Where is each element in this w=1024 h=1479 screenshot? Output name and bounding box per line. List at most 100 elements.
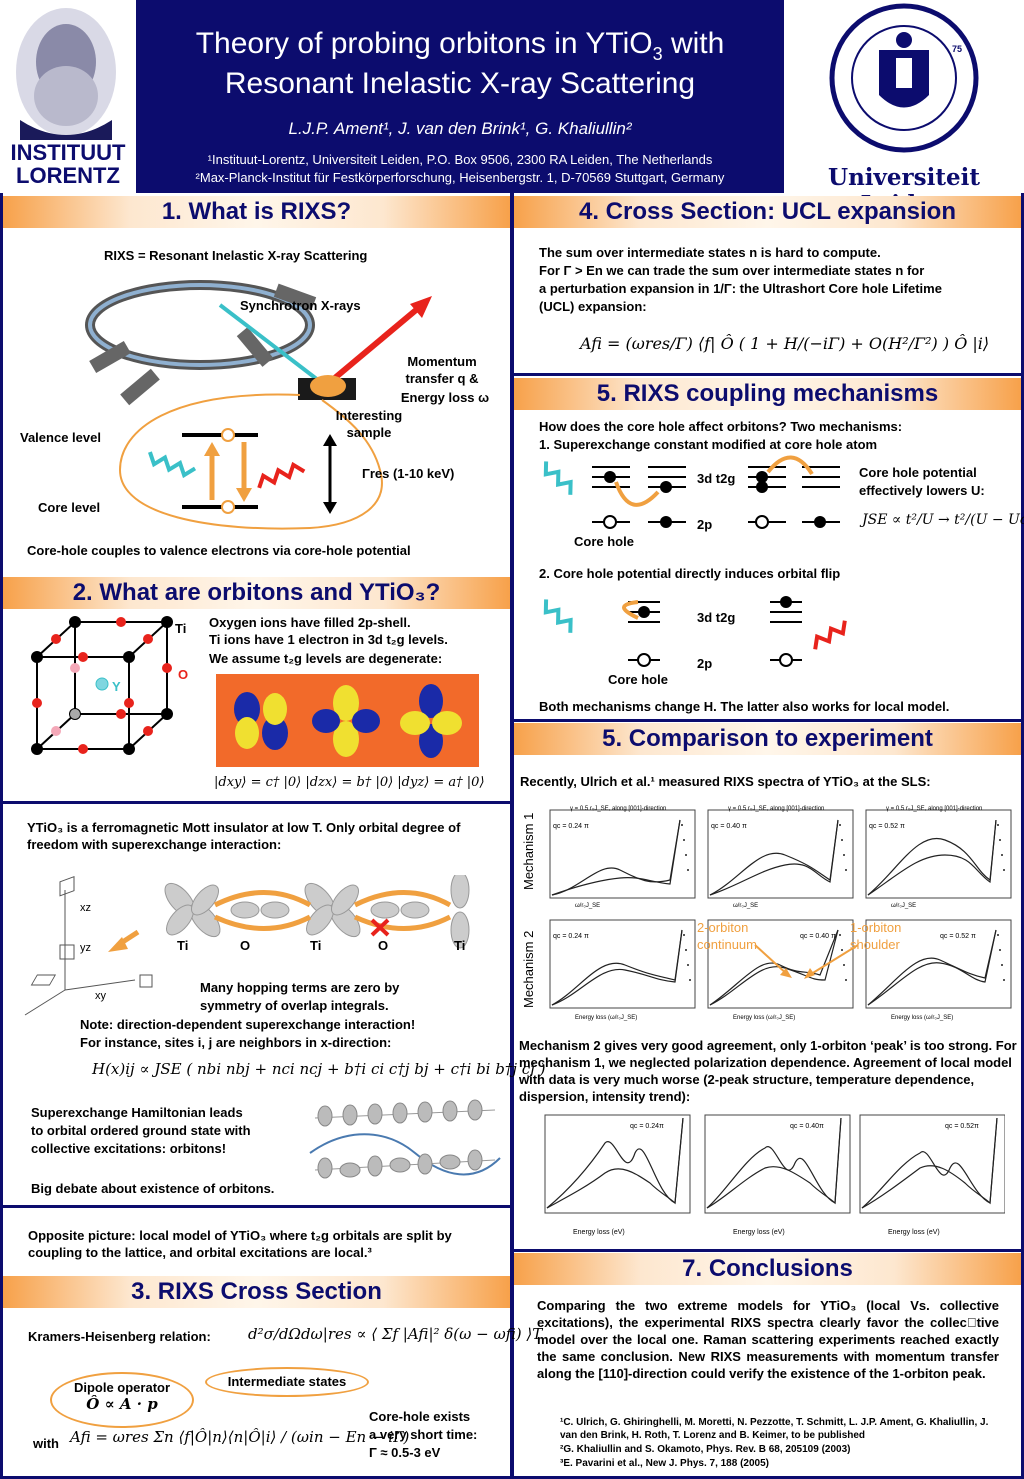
se-text-1: Superexchange Hamiltonian leads	[31, 1105, 243, 1120]
right-border	[1021, 193, 1024, 1479]
instituut-lorentz-logo: INSTITUUT LORENTZ	[0, 0, 136, 193]
local-xlabel-1: Energy loss (eV)	[573, 1229, 625, 1236]
logo-left-line2: LORENTZ	[16, 163, 120, 188]
ucl-text-1: The sum over intermediate states n is ha…	[539, 245, 881, 260]
poster-header: INSTITUUT LORENTZ Theory of probing orbi…	[0, 0, 1024, 218]
q-label-3: qc = 0.52 π	[869, 823, 905, 830]
title-line1-end: with	[662, 27, 725, 60]
reference-1: ¹C. Ulrich, G. Ghiringhelli, M. Moretti,…	[560, 1417, 989, 1441]
mechanism-plots-figure	[549, 809, 1012, 1009]
chain-ti-1: Ti	[177, 938, 189, 953]
mechanism-1-label: Mechanism 1	[521, 812, 536, 890]
xlabel-bottom-1: Energy loss (ω/r₀J_SE)	[575, 1015, 638, 1021]
section-6-heading: 5. Comparison to experiment	[514, 723, 1021, 755]
ti-label: Ti	[175, 621, 187, 636]
q-label-2: qc = 0.40 π	[711, 823, 747, 830]
orbiton-wave-figure	[309, 1099, 501, 1179]
debate-text: Big debate about existence of orbitons.	[31, 1181, 275, 1196]
y-label: Y	[112, 679, 121, 694]
axis-label-xy: xy	[95, 990, 106, 1002]
p2-label-1: 2p	[697, 517, 713, 532]
plot-title-text-2: γ = 0.5 r₀J_SE, along [001]-direction	[728, 806, 825, 812]
core-potential-1: Core hole potential	[859, 465, 977, 480]
p2-label-2: 2p	[697, 656, 713, 671]
seal-right-number: 75	[952, 44, 963, 54]
section-1-caption: Core-hole couples to valence electrons v…	[27, 543, 411, 558]
synchrotron-label: Synchrotron X-rays	[240, 298, 361, 313]
rixs-definition: RIXS = Resonant Inelastic X-ray Scatteri…	[104, 248, 368, 263]
kramers-heisenberg-label: Kramers-Heisenberg relation:	[28, 1329, 211, 1344]
one-orbiton-label: 1-orbiton shoulder	[850, 920, 902, 952]
ytio3-description: YTiO₃ is a ferromagnetic Mott insulator …	[27, 820, 461, 852]
core-hole-lifetime-3: Γ ≈ 0.5-3 eV	[369, 1445, 441, 1460]
xlabel-top-1: ω/r₀J_SE	[575, 903, 601, 909]
xlabel-bottom-3: Energy loss (ω/r₀J_SE)	[891, 1015, 954, 1021]
plot-title-text-1: γ = 0.5 r₀J_SE, along [001]-direction	[570, 806, 667, 812]
hopping-text-1: Many hopping terms are zero by	[200, 980, 400, 995]
title-line1: Theory of probing orbitons in YTiO	[195, 27, 653, 60]
local-model-plots-figure	[544, 1114, 1005, 1214]
mechanism-2-diagram	[543, 596, 847, 667]
direction-note-1: Note: direction-dependent superexchange …	[80, 1017, 416, 1032]
ucl-text-4: (UCL) expansion:	[539, 299, 647, 314]
local-xlabel-3: Energy loss (eV)	[888, 1229, 940, 1236]
divider-s6	[512, 719, 1024, 722]
universiteit-leiden-logo: 15 75 Universiteit Leiden	[784, 0, 1024, 218]
divider-s2b	[0, 1205, 512, 1208]
with-label: with	[33, 1436, 59, 1451]
mechanism-1-diagram	[543, 455, 840, 529]
superexchange-hamiltonian: H(x)ij ∝ JSE ( nbi nbj + nci ncj + b†i c…	[92, 1060, 546, 1078]
left-border	[0, 193, 3, 1479]
mechanism-2-label-wrap: Mechanism 2	[512, 920, 542, 1010]
core-level-label: Core level	[38, 500, 101, 515]
perovskite-cube-figure	[31, 616, 173, 755]
q-label-b3: qc = 0.52 π	[940, 933, 976, 940]
chain-o-1: O	[240, 938, 251, 953]
dipole-oval: Dipole operator Ô ∝ A · p	[50, 1372, 194, 1428]
chain-o-2: O	[378, 938, 389, 953]
poster-title-line2: Resonant Inelastic X-ray Scattering	[224, 67, 696, 100]
valence-level-label: Valence level	[20, 430, 101, 445]
local-model-text: Opposite picture: local model of YTiO₃ w…	[28, 1228, 452, 1260]
energy-loss-label: Energy loss ω	[400, 390, 490, 405]
se-text-2: to orbital ordered ground state with	[31, 1123, 251, 1138]
seal-left-number: 15	[844, 44, 855, 54]
two-orbiton-label: 2-orbiton continuum	[697, 920, 757, 952]
divider-s5	[512, 373, 1024, 376]
section-1-heading: 1. What is RIXS?	[3, 196, 510, 228]
title-sub: 3	[652, 44, 663, 64]
mechanism-1-text: 1. Superexchange constant modified at co…	[539, 437, 878, 452]
reference-3: ³E. Pavarini et al., New J. Phys. 7, 188…	[560, 1458, 769, 1469]
o-label: O	[178, 667, 189, 682]
t2g-label-1: 3d t2g	[697, 471, 736, 486]
mechanism-1-label-wrap: Mechanism 1	[512, 810, 542, 900]
gamma-res-label: Γres (1-10 keV)	[362, 466, 455, 481]
scattering-amplitude-formula: Afi = ωres Σn ⟨f|Ô|n⟩⟨n|Ô|i⟩ / (ωin − En…	[70, 1428, 410, 1446]
core-hole-lifetime-2: a very short time:	[369, 1427, 478, 1442]
section-4-heading: 4. Cross Section: UCL expansion	[514, 196, 1021, 228]
reference-2: ²G. Khaliullin and S. Okamoto, Phys. Rev…	[560, 1444, 851, 1455]
jse-formula: JSE ∝ t²/U → t²/(U − Uc)	[862, 512, 1024, 528]
se-text-3: collective excitations: orbitons!	[31, 1141, 227, 1156]
mechanism-2-text: 2. Core hole potential directly induces …	[539, 566, 841, 581]
authors: L.J.P. Ament¹, J. van den Brink¹, G. Kha…	[288, 119, 632, 138]
xlabel-bottom-2: Energy loss (ω/r₀J_SE)	[733, 1015, 796, 1021]
plot-title-text-3: γ = 0.5 r₀J_SE, along [001]-direction	[886, 806, 983, 812]
t2g-kets: |dxy⟩ = c† |0⟩ |dzx⟩ = b† |0⟩ |dyz⟩ = a†…	[214, 775, 485, 790]
local-q-3: qc = 0.52π	[945, 1123, 979, 1130]
xlabel-top-3: ω/r₀J_SE	[891, 903, 917, 909]
divider-s7	[512, 1249, 1024, 1252]
title-band	[136, 0, 784, 193]
section-3-heading: 3. RIXS Cross Section	[3, 1276, 510, 1308]
local-q-1: qc = 0.24π	[630, 1123, 664, 1130]
dipole-label: Dipole operator	[73, 1380, 171, 1395]
axis-label-xz: xz	[80, 902, 91, 914]
conclusions-text: Comparing the two extreme models for YTi…	[537, 1298, 999, 1381]
section-7-heading: 7. Conclusions	[514, 1253, 1021, 1285]
core-hole-lifetime-1: Core-hole exists	[369, 1409, 471, 1424]
chain-ti-3: Ti	[454, 938, 466, 953]
superexchange-chain-figure	[24, 875, 470, 1016]
center-border	[510, 193, 514, 1479]
comparison-paragraph: Mechanism 2 gives very good agreement, o…	[519, 1038, 1017, 1104]
mechanisms-question: How does the core hole affect orbitons? …	[539, 419, 903, 434]
